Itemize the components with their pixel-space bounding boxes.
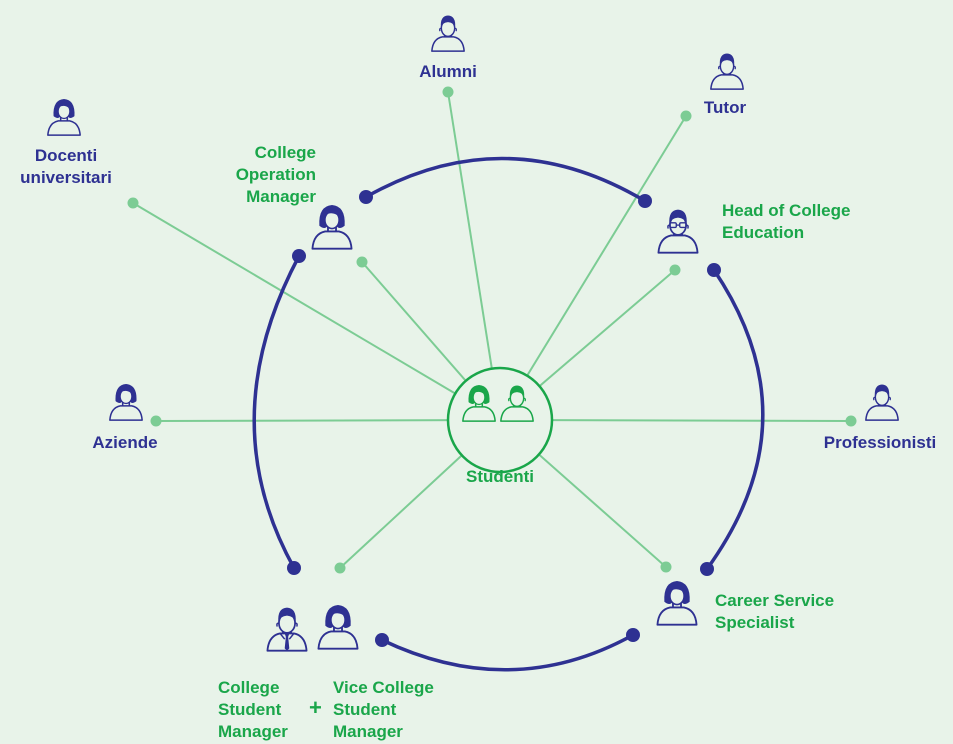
spoke-line	[447, 91, 501, 421]
spoke-line	[499, 419, 852, 422]
ring-arc	[381, 633, 634, 672]
student-female-icon	[462, 385, 496, 422]
student-male-icon	[500, 385, 534, 422]
role-icons	[47, 15, 899, 652]
role-label-career-service-specialist: Career Service Specialist	[715, 591, 835, 632]
aziende-person-icon	[109, 384, 143, 421]
role-label-college-operation-manager: College Operation Manager	[235, 143, 316, 206]
spoke-end-dot	[845, 415, 857, 427]
ring-arc-dot	[700, 562, 714, 576]
spoke-end-dot	[150, 415, 162, 427]
role-label-aziende: Aziende	[92, 433, 158, 452]
ring-arc-dot	[292, 249, 306, 263]
ring-arc-dot	[359, 190, 373, 204]
spoke-end-dot	[127, 197, 139, 209]
docenti-person-icon	[47, 99, 81, 136]
alumni-person-icon	[431, 15, 465, 52]
ring-arc-dot	[626, 628, 640, 642]
spoke-end-dot	[442, 86, 454, 98]
spoke-end-dot	[334, 562, 346, 574]
role-label-head-of-college-education: Head of College Education	[722, 201, 851, 242]
ring-arcs	[252, 156, 765, 672]
ring-arc-dot	[375, 633, 389, 647]
spoke-end-dot	[660, 561, 672, 573]
career-service-specialist-icon	[656, 581, 698, 626]
professionisti-person-icon	[865, 384, 899, 421]
connector-dots	[127, 86, 857, 647]
ring-arc-dot	[638, 194, 652, 208]
spoke-line	[499, 115, 687, 421]
ring-arc-dot	[707, 263, 721, 277]
spoke-end-dot	[669, 264, 681, 276]
plus-sign: +	[309, 695, 322, 720]
role-label-college-student-manager: College Student Manager	[218, 678, 288, 741]
ring-arc	[705, 269, 765, 571]
students-label: Studenti	[466, 467, 534, 486]
ring-arc-dot	[287, 561, 301, 575]
spoke-line	[132, 202, 501, 421]
role-label-professionisti: Professionisti	[823, 433, 937, 452]
spoke-end-dot	[356, 256, 368, 268]
role-label-tutor: Tutor	[703, 98, 747, 117]
college-student-manager-icon	[266, 607, 308, 652]
spoke-end-dot	[680, 110, 692, 122]
ring-arc	[365, 156, 646, 203]
role-label-docenti-universitari: Docenti universitari	[20, 146, 112, 187]
ring-arc	[252, 255, 301, 569]
role-label-vice-college-student-manager: Vice College Student Manager	[333, 678, 434, 741]
head-of-college-education-icon	[657, 209, 699, 254]
tutor-person-icon	[710, 53, 744, 90]
college-operation-manager-icon	[311, 205, 353, 250]
spoke-line	[155, 419, 501, 422]
vice-college-student-manager-icon	[317, 605, 359, 650]
role-label-alumni: Alumni	[419, 62, 477, 81]
